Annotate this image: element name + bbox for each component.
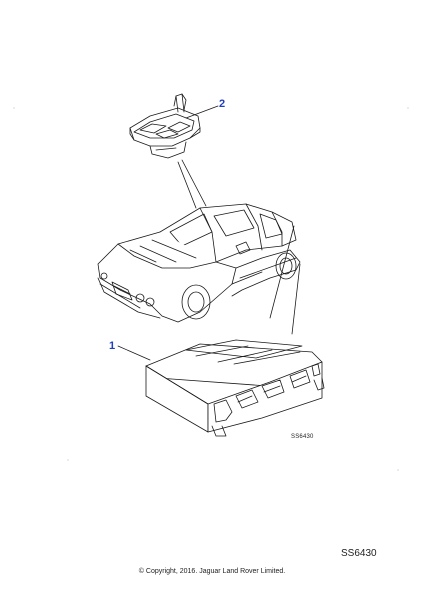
connector-line-car-right — [291, 263, 301, 335]
leader-line-2 — [185, 105, 219, 119]
connector-line-housing-left — [177, 161, 197, 209]
scan-dot — [397, 469, 399, 471]
diagram-ref-small: SS6430 — [291, 434, 314, 440]
scan-dot — [67, 459, 69, 461]
callout-part-2: 2 — [219, 98, 226, 110]
callout-part-1: 1 — [109, 340, 116, 352]
copyright-notice: © Copyright, 2016. Jaguar Land Rover Lim… — [138, 568, 286, 575]
scan-dot — [407, 107, 409, 109]
part-2-antenna-housing — [129, 93, 201, 159]
leader-line-1 — [117, 345, 151, 361]
car-illustration — [97, 203, 301, 323]
connector-line-car-left — [269, 225, 295, 319]
part-1-control-module — [145, 339, 325, 437]
diagram-ref-large: SS6430 — [341, 548, 377, 559]
connector-line-housing-right — [181, 159, 207, 207]
scan-dot — [13, 107, 15, 109]
